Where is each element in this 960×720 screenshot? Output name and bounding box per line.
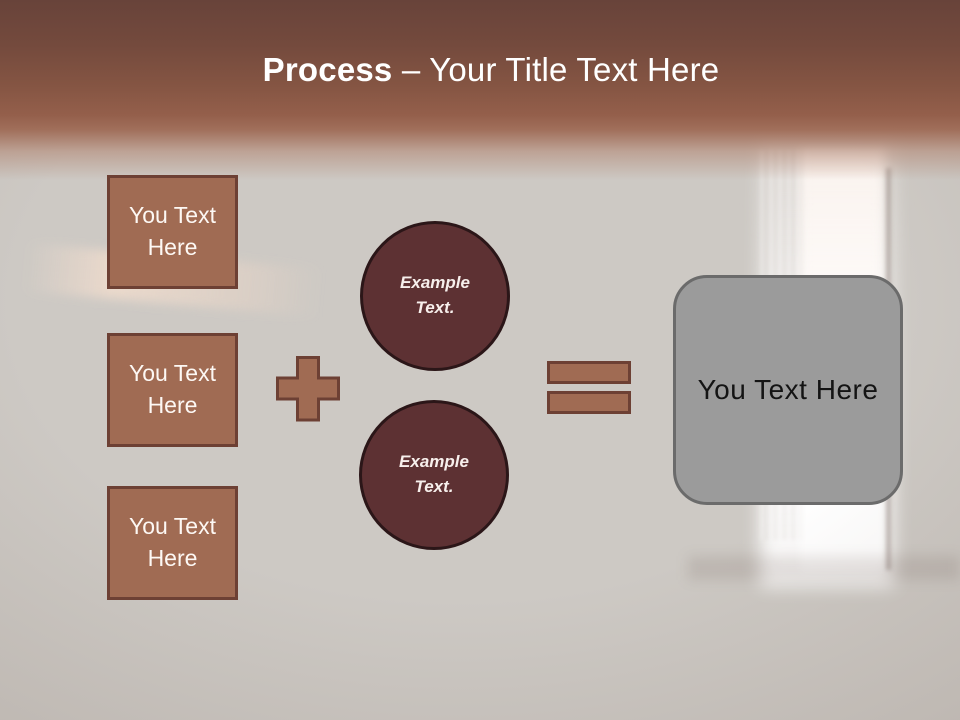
title-text: Your Title Text Here xyxy=(429,51,720,88)
input-box-2-label: You Text Here xyxy=(129,360,216,418)
result-box[interactable]: You Text Here xyxy=(673,275,903,505)
example-circle-2[interactable]: Example Text. xyxy=(359,400,509,550)
equals-bottom-bar xyxy=(547,391,631,414)
slide-title[interactable]: Process – Your Title Text Here xyxy=(0,50,960,90)
window-sill-shadow xyxy=(688,556,960,580)
example-circle-2-label: Example Text. xyxy=(399,452,469,496)
plus-icon xyxy=(276,356,340,422)
input-box-2[interactable]: You Text Here xyxy=(107,333,238,447)
input-box-1[interactable]: You Text Here xyxy=(107,175,238,289)
title-separator: – xyxy=(392,51,430,88)
result-box-label: You Text Here xyxy=(697,374,879,405)
input-box-3-label: You Text Here xyxy=(129,513,216,571)
input-box-3[interactable]: You Text Here xyxy=(107,486,238,600)
input-box-1-label: You Text Here xyxy=(129,202,216,260)
header-band: Process – Your Title Text Here xyxy=(0,0,960,180)
example-circle-1-label: Example Text. xyxy=(400,273,470,317)
equals-icon xyxy=(547,361,631,414)
title-keyword: Process xyxy=(262,51,393,88)
equals-top-bar xyxy=(547,361,631,384)
example-circle-1[interactable]: Example Text. xyxy=(360,221,510,371)
